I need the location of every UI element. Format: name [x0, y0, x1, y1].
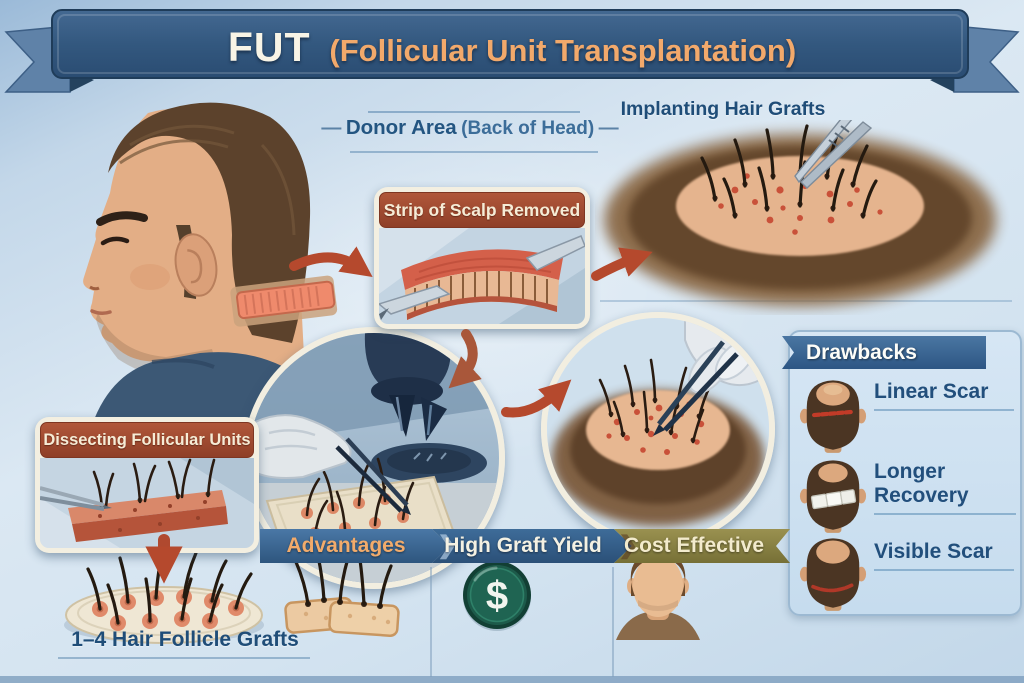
dissecting-illustration — [40, 458, 254, 548]
head-back-bandage-icon — [799, 460, 867, 533]
hair — [108, 102, 311, 343]
eyebrow — [96, 211, 148, 226]
head-back-visible-scar-icon — [799, 538, 867, 611]
high-graft-yield-segment — [432, 529, 632, 563]
title-subtitle: (Follicular Unit Transplantation) — [329, 33, 797, 68]
microscope-icon — [364, 333, 451, 441]
ear — [174, 233, 218, 297]
drawbacks-panel: Drawbacks Linear Scar Longer Recovery — [782, 330, 1022, 616]
dissecting-box: Dissecting Follicular Units — [35, 417, 259, 553]
lips — [90, 309, 112, 316]
drawbacks-title: Drawbacks — [806, 340, 917, 364]
page-title: FUT (Follicular Unit Transplantation) — [60, 24, 964, 71]
strip-front — [72, 506, 228, 542]
dollar-symbol: $ — [486, 574, 508, 618]
head-back-linear-scar-icon — [799, 380, 867, 453]
patient-face-icon — [616, 552, 700, 640]
gloved-hand — [249, 414, 352, 479]
tweezers-icon — [653, 340, 739, 436]
dissecting-box-header: Dissecting Follicular Units — [40, 422, 254, 458]
eye — [100, 236, 130, 246]
strip-front — [405, 271, 559, 320]
advantage-item-label: High Graft Yield — [444, 534, 602, 557]
cell-divider — [612, 567, 614, 677]
strip-top — [68, 490, 226, 524]
tweezers-icon — [335, 437, 411, 515]
scalp-strip-illustration — [379, 228, 585, 324]
drawback-item-label: Longer Recovery — [874, 460, 1016, 515]
cost-effective-segment — [614, 529, 790, 563]
dash-right: — — [598, 117, 619, 139]
chevron-separator-icon: ❯ — [437, 532, 458, 559]
follicle-grafts-tray — [64, 550, 264, 644]
grafts-caption: 1–4 Hair Follicle Grafts — [71, 628, 299, 651]
scalpel-icon-left — [379, 285, 451, 320]
ribbon-bar — [51, 9, 969, 79]
drawback-item-label: Linear Scar — [874, 380, 1014, 411]
chevron-separator-icon: ❯ — [618, 532, 639, 559]
implanting-label: Implanting Hair Grafts — [620, 98, 826, 120]
dash-left: — — [321, 117, 342, 139]
implanting-scene — [547, 318, 769, 540]
cell-divider — [430, 567, 432, 677]
tweezers-icon — [40, 486, 112, 511]
implanted-scalp-illustration — [604, 120, 996, 306]
donor-area-top-line — [368, 111, 580, 113]
donor-area-bottom-line — [350, 151, 598, 153]
drawback-item-label: Visible Scar — [874, 540, 1014, 571]
title-abbr: FUT — [227, 24, 311, 70]
follicle-grafts-icon — [284, 554, 400, 637]
graft-hairs — [294, 554, 393, 609]
dollar-coin-icon: $ — [463, 561, 531, 631]
grafts-caption-underline — [58, 657, 310, 659]
strip-box: Strip of Scalp Removed — [374, 187, 590, 329]
tweezers-icon — [794, 120, 873, 189]
implanting-circle — [541, 312, 775, 546]
graft-follicles — [86, 550, 253, 631]
strip-box-header: Strip of Scalp Removed — [379, 192, 585, 228]
bottom-edge-strip — [0, 676, 1024, 683]
advantages-segment — [260, 529, 450, 563]
drawbacks-ribbon: Drawbacks — [782, 336, 986, 369]
scalpel-icon-right — [525, 235, 585, 271]
donor-area-label: — Donor Area (Back of Head) — — [321, 116, 619, 139]
advantages-header: Advantages — [286, 534, 406, 557]
advantage-item-label: Cost Effective — [623, 534, 765, 557]
title-ribbon — [4, 9, 1020, 93]
